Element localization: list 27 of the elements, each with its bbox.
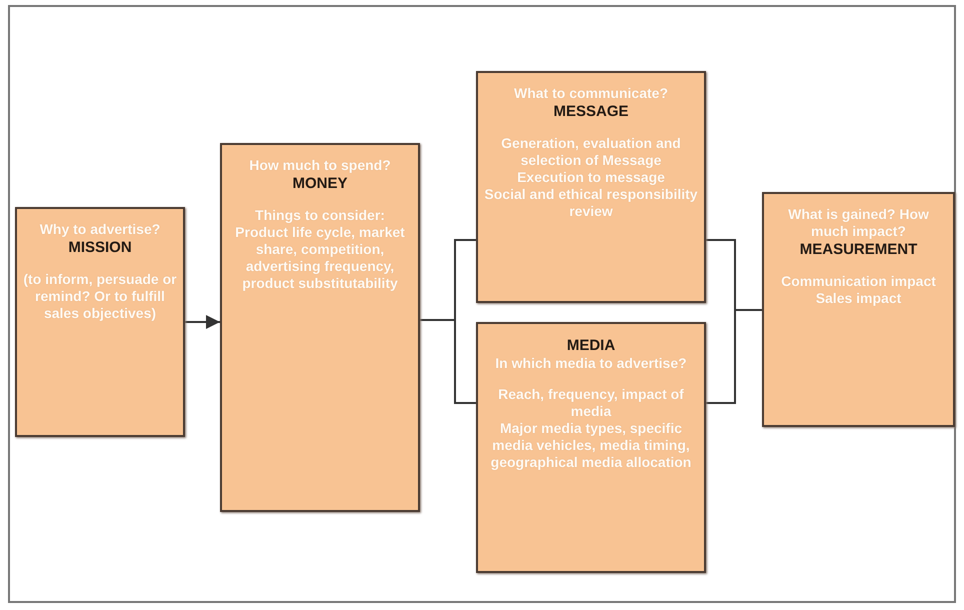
box-text: Major media types, specific media vehicles, media timing, geographical media allocation bbox=[490, 420, 692, 471]
heading: MEASUREMENT bbox=[800, 240, 918, 259]
box-text: Why to advertise? bbox=[40, 221, 160, 238]
box-text: What is gained? How much impact? bbox=[787, 206, 930, 240]
heading: MESSAGE bbox=[553, 102, 628, 121]
box-text: What to communicate? bbox=[514, 85, 668, 102]
connector bbox=[420, 319, 476, 404]
heading: MEDIA bbox=[566, 336, 616, 355]
process-box bbox=[15, 207, 185, 437]
box-text: How much to spend? bbox=[249, 157, 391, 174]
process-box bbox=[476, 71, 706, 303]
box-text: (to inform, persuade or remind? Or to fulfill sales objectives) bbox=[23, 271, 177, 322]
heading: MISSION bbox=[68, 238, 132, 257]
box-text: Reach, frequency, impact of media bbox=[497, 386, 685, 420]
process-box bbox=[476, 322, 706, 573]
process-box bbox=[762, 192, 955, 427]
box-text: Social and ethical responsibility review bbox=[484, 186, 698, 220]
box-text: Generation, evaluation and selection of Message bbox=[500, 135, 682, 169]
box-text: Things to consider: Product life cycle, market share, competition, advertising frequency, product substitutability bbox=[234, 207, 406, 292]
box-text: Execution to message bbox=[517, 169, 665, 186]
box-text: Communication impact bbox=[781, 273, 936, 290]
process-box bbox=[220, 143, 420, 512]
connector bbox=[185, 315, 220, 329]
connector bbox=[706, 309, 762, 404]
heading: MONEY bbox=[292, 174, 348, 193]
box-text: In which media to advertise? bbox=[495, 355, 687, 372]
box-text: Sales impact bbox=[816, 290, 902, 307]
